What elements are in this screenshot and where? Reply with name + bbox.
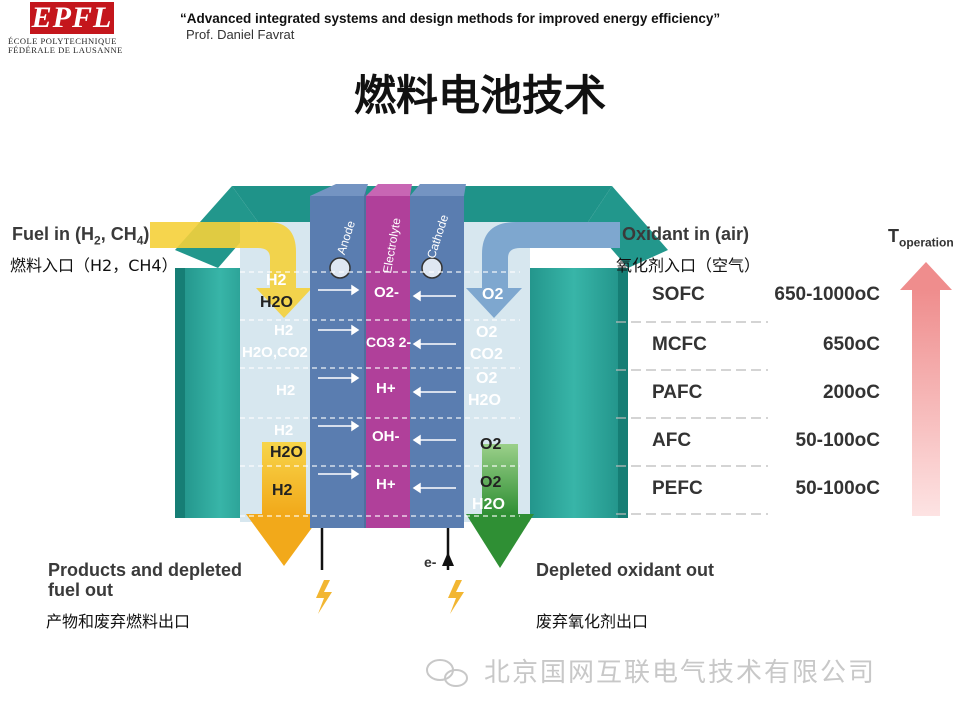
table-row: PEFC 50-100oC [652, 478, 892, 504]
ion: OH- [372, 428, 400, 445]
ion: CO3 2- [366, 334, 412, 350]
species: O2 [476, 324, 498, 341]
table-dividers [616, 321, 768, 515]
species: H2 [266, 272, 287, 289]
logo-line-1: ÉCOLE POLYTECHNIQUE [8, 36, 117, 46]
logo-line-2: FÉDÉRALE DE LAUSANNE [8, 45, 123, 55]
ion: O2- [374, 284, 400, 301]
species: H2 [274, 322, 294, 339]
species: O2 [476, 370, 498, 387]
cell-type-name: SOFC [652, 284, 705, 305]
species: H2 [272, 482, 293, 499]
ion: H+ [376, 476, 396, 493]
lightning-bolt-right-icon [448, 580, 464, 614]
anode-label-wrap: Anode [330, 196, 358, 256]
electrolyte-plate [366, 184, 412, 528]
oxidant-flow-arrows [466, 222, 620, 568]
table-row: MCFC 650oC [652, 334, 892, 360]
electron-label: e- [424, 554, 437, 570]
table-row: AFC 50-100oC [652, 430, 892, 456]
cathode-plate [410, 184, 466, 528]
slide-subtitle: “Advanced integrated systems and design … [180, 11, 721, 26]
electrolyte-label-wrap: Electrolyte [376, 196, 404, 276]
t-operation-label: Toperation [888, 226, 954, 250]
species: O2 [480, 474, 502, 491]
species: H2 [274, 422, 294, 439]
temperature-arrow [900, 262, 952, 516]
table-row: SOFC 650-1000oC [652, 284, 892, 310]
cathode-electron-circle [421, 257, 443, 279]
cathode-label-wrap: Cathode [420, 196, 451, 260]
cell-type-temp: 50-100oC [795, 478, 881, 499]
cell-type-name: PEFC [652, 478, 703, 499]
cell-type-name: PAFC [652, 382, 703, 403]
depleted-oxidant-label: Depleted oxidant out [536, 560, 715, 580]
logo-mark: EPFL [30, 1, 114, 34]
fuel-in-zh-label: 燃料入口（H2，CH4） [10, 256, 178, 275]
slide-author: Prof. Daniel Favrat [186, 27, 295, 42]
cell-type-temp: 50-100oC [795, 430, 881, 451]
oxidant-in-zh-label: 氧化剂入口（空气） [616, 256, 761, 275]
anode-electron-circle [329, 257, 351, 279]
products-out-zh-label: 产物和废弃燃料出口 [46, 612, 191, 631]
cell-type-temp: 650oC [822, 334, 880, 355]
species: O2 [480, 436, 502, 453]
cell-type-name: AFC [652, 430, 692, 451]
fuel-in-label: Fuel in (H2, CH4) [12, 224, 150, 248]
fuel-flow-arrows [150, 222, 322, 566]
species: H2O,CO2 [242, 344, 308, 361]
watermark: 北京国网互联电气技术有限公司 [484, 658, 877, 688]
species: H2O [270, 444, 303, 461]
slide-title: 燃料电池技术 [353, 71, 606, 120]
species: CO2 [470, 346, 503, 363]
species: H2O [472, 496, 505, 513]
depleted-oxidant-zh-label: 废弃氧化剂出口 [536, 612, 649, 631]
species: H2 [276, 382, 296, 399]
oxidant-in-label: Oxidant in (air) [622, 224, 750, 244]
species: H2O [468, 392, 501, 409]
products-out-label-2: fuel out [48, 580, 113, 600]
lightning-bolt-left-icon [316, 580, 332, 614]
species: H2O [260, 294, 293, 311]
products-out-label-1: Products and depleted [48, 560, 243, 580]
ion-flow-arrows [318, 284, 456, 494]
cell-type-temp: 200oC [822, 382, 880, 403]
ion: H+ [376, 380, 396, 397]
epfl-logo: EPFL ÉCOLE POLYTECHNIQUE FÉDÉRALE DE LAU… [0, 0, 123, 56]
row-dividers [240, 271, 520, 517]
table-row: PAFC 200oC [652, 382, 892, 408]
cell-type-temp: 650-1000oC [774, 284, 880, 305]
species: O2 [482, 286, 504, 303]
wechat-icon [426, 659, 468, 687]
cell-type-name: MCFC [652, 334, 707, 355]
electron-arrow [442, 552, 454, 566]
